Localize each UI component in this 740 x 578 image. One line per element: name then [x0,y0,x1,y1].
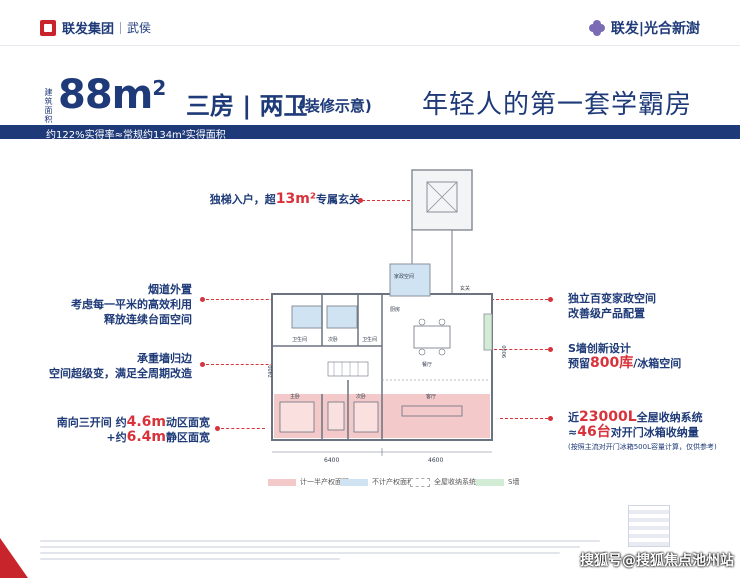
legend-item-half-area: 计一半产权面积 [268,477,349,487]
header-divider [0,45,740,46]
callout-dot [548,416,553,421]
watermark: 搜狐号@搜狐焦点池州站 [580,553,734,569]
svg-text:玄关: 玄关 [460,285,470,292]
callout-entrance: 独梯入户，超13m²专属玄关 [209,191,360,207]
info-band [0,125,740,139]
svg-text:次卧: 次卧 [328,336,338,343]
developer-logo: 联发集团 武侯 [40,18,151,37]
callout-dot [358,198,363,203]
svg-text:卫生间: 卫生间 [292,336,307,343]
callout-dot [215,426,220,431]
s-wall [483,313,493,351]
callout-dot [548,297,553,302]
decoration-note: (装修示意) [298,97,372,115]
svg-text:厨房: 厨房 [390,306,400,313]
svg-text:4600: 4600 [428,457,443,464]
project-logo: 联发|光合新澍 [588,18,700,38]
legend-item-s-wall: S墙 [476,477,519,487]
svg-text:7400: 7400 [268,365,274,378]
floor-plan: 家政空间 玄关 卫生间 次卧 卫生间 厨房 餐厅 主卧 次卧 客厅 6400 4… [268,169,508,464]
qr-code [628,505,670,547]
callout-housekeeping: 独立百变家政空间 改善级产品配置 [568,292,656,320]
area-value: 88m2 [58,72,166,118]
city-name: 武侯 [127,21,152,35]
corner-decoration [0,538,28,578]
developer-name: 联发集团 [62,22,115,37]
svg-text:客厅: 客厅 [426,393,436,400]
callout-line [494,349,548,350]
svg-text:卫生间: 卫生间 [362,336,377,343]
elevator-core [411,169,473,231]
area-label: 建筑面积 [44,88,53,124]
callout-line [452,299,548,300]
flower-icon [588,20,605,36]
callout-dot [200,362,205,367]
callout-flue: 烟道外置 考虑每一平米的高效利用 释放连续台面空间 [71,283,192,326]
project-name: 联发|光合新澍 [610,21,700,37]
legend-item-no-area: 不计产权面积 [340,477,414,487]
svg-text:9000: 9000 [502,345,508,358]
callout-south: 南向三开间 约4.6m动区面宽 +约6.4m静区面宽 [56,414,210,445]
legend-swatch [410,477,430,487]
fine-print [40,540,600,568]
legend-swatch [268,478,296,486]
svg-text:次卧: 次卧 [356,393,366,400]
legend-item-storage: 全屋收纳系统 [410,477,476,487]
callout-dot [548,347,553,352]
callout-dot [200,297,205,302]
callout-bearing-wall: 承重墙归边 空间超级变，满足全周期改造 [49,352,192,380]
room-layout: 三房 | 两卫 [186,92,308,120]
slogan: 年轻人的第一套学霸房 [421,90,692,120]
svg-text:家政空间: 家政空间 [394,273,414,280]
svg-text:6400: 6400 [324,457,339,464]
developer-logo-icon [40,19,56,36]
callout-storage: 近23000L全屋收纳系统 ≈46台对开门冰箱收纳量 (按照主流对开门冰箱500… [568,409,717,452]
ratio-text: 约122%实得率≈常规约134m²实得面积 [46,130,226,141]
callout-line [221,428,265,429]
svg-text:主卧: 主卧 [290,393,300,400]
legend-swatch [340,478,368,486]
legend-swatch [476,478,504,486]
housekeeping-space [389,263,431,297]
svg-text:餐厅: 餐厅 [422,361,432,368]
callout-line [500,418,548,419]
divider [120,21,122,34]
callout-s-wall: S墙创新设计 预留800库/冰箱空间 [568,342,682,371]
callout-line [362,200,420,201]
